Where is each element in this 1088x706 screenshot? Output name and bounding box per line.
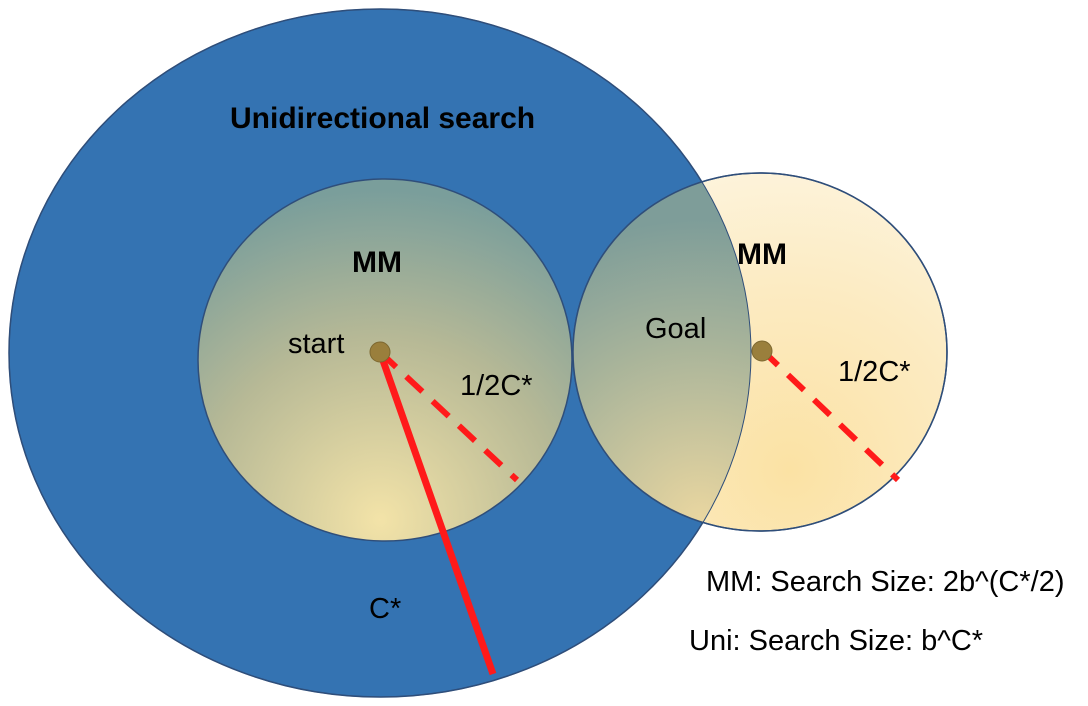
full-cost-label: C*	[369, 593, 401, 625]
full-cost-line	[376, 350, 497, 676]
goal-circle-edge	[572, 172, 948, 532]
goal-mm-label: MM	[737, 238, 787, 271]
unidirectional-title: Unidirectional search	[230, 102, 535, 135]
start-half-cost-line	[377, 349, 520, 483]
goal-half-cost-line	[759, 347, 901, 483]
start-half-cost-label: 1/2C*	[460, 370, 533, 402]
mm-search-size-text: MM: Search Size: 2b^(C*/2)	[706, 566, 1065, 598]
goal-circle-overlap	[573, 173, 751, 531]
goal-half-cost-label: 1/2C*	[838, 356, 911, 388]
outer-circle-edge	[8, 8, 752, 698]
goal-label: Goal	[645, 313, 706, 345]
start-node	[369, 341, 391, 363]
start-label: start	[288, 328, 344, 360]
start-mm-label: MM	[352, 246, 402, 279]
uni-search-size-text: Uni: Search Size: b^C*	[689, 625, 984, 657]
goal-node	[751, 340, 773, 362]
